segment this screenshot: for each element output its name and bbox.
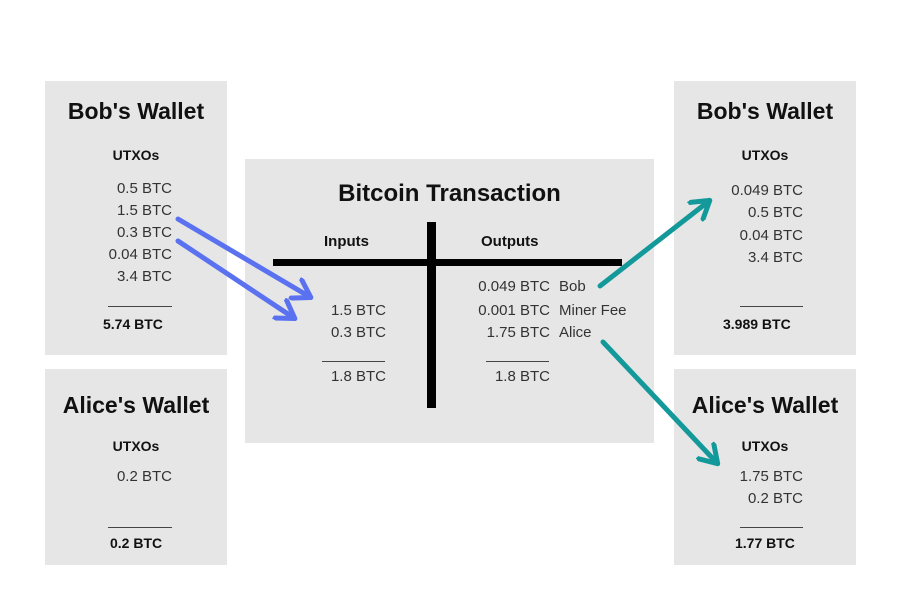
output-recipient: Bob [559, 278, 586, 295]
output-amount: 0.049 BTC [478, 278, 550, 295]
bob-wallet-after-utxo-heading: UTXOs [741, 147, 789, 163]
output-amount: 1.75 BTC [486, 324, 550, 341]
alice-after-utxo: 1.75 BTC [739, 468, 803, 485]
outputs-heading: Outputs [481, 233, 539, 250]
alice-wallet-after-panel: Alice's Wallet UTXOs 1.75 BTC 0.2 BTC 1.… [674, 369, 856, 565]
bob-before-utxo: 0.04 BTC [108, 246, 172, 263]
alice-wallet-before-title: Alice's Wallet [62, 392, 210, 418]
bob-after-utxo: 0.5 BTC [747, 204, 803, 221]
alice-wallet-before-panel: Alice's Wallet UTXOs 0.2 BTC 0.2 BTC [45, 369, 227, 565]
alice-wallet-after-title: Alice's Wallet [691, 392, 839, 418]
alice-wallet-before-utxo-heading: UTXOs [112, 438, 160, 454]
inputs-total: 1.8 BTC [330, 368, 386, 385]
bob-after-utxo: 3.4 BTC [747, 249, 803, 266]
alice-before-total-rule [108, 527, 172, 528]
arrow-output-to-bob [597, 201, 709, 289]
arrow-output-to-alice [600, 339, 717, 463]
output-recipient: Alice [559, 324, 592, 341]
alice-before-utxo: 0.2 BTC [116, 468, 172, 485]
bob-wallet-before-title: Bob's Wallet [67, 98, 205, 124]
alice-after-total-rule [740, 527, 803, 528]
bob-before-utxo: 0.5 BTC [116, 180, 172, 197]
bob-before-utxo: 1.5 BTC [116, 202, 172, 219]
transaction-panel: Bitcoin Transaction Inputs Outputs 1.5 B… [245, 159, 654, 443]
bob-wallet-before-utxo-heading: UTXOs [112, 147, 160, 163]
bob-wallet-before-panel: Bob's Wallet UTXOs 0.5 BTC 1.5 BTC 0.3 B… [45, 81, 227, 355]
outputs-total: 1.8 BTC [494, 368, 550, 385]
bob-after-total: 3.989 BTC [723, 316, 791, 332]
alice-after-utxo: 0.2 BTC [747, 490, 803, 507]
input-amount: 1.5 BTC [330, 302, 386, 319]
bob-wallet-after-title: Bob's Wallet [696, 98, 834, 124]
bob-after-utxo: 0.049 BTC [731, 182, 803, 199]
outputs-total-rule [486, 361, 549, 362]
bob-before-total: 5.74 BTC [103, 316, 163, 332]
arrow-input-0-3-btc [175, 238, 294, 318]
alice-after-total: 1.77 BTC [735, 535, 795, 551]
bob-before-utxo: 3.4 BTC [116, 268, 172, 285]
arrow-input-1-5-btc [175, 216, 310, 297]
alice-before-total: 0.2 BTC [110, 535, 163, 551]
transaction-title: Bitcoin Transaction [338, 180, 561, 207]
output-amount: 0.001 BTC [478, 302, 550, 319]
bob-before-total-rule [108, 306, 172, 307]
bob-before-utxo: 0.3 BTC [116, 224, 172, 241]
inputs-heading: Inputs [324, 233, 369, 250]
bob-after-total-rule [740, 306, 803, 307]
ledger-vertical-bar [427, 222, 436, 408]
bob-after-utxo: 0.04 BTC [739, 227, 803, 244]
output-recipient: Miner Fee [559, 302, 627, 319]
alice-wallet-after-utxo-heading: UTXOs [741, 438, 789, 454]
input-amount: 0.3 BTC [330, 324, 386, 341]
ledger-horizontal-bar [273, 259, 622, 266]
inputs-total-rule [322, 361, 385, 362]
